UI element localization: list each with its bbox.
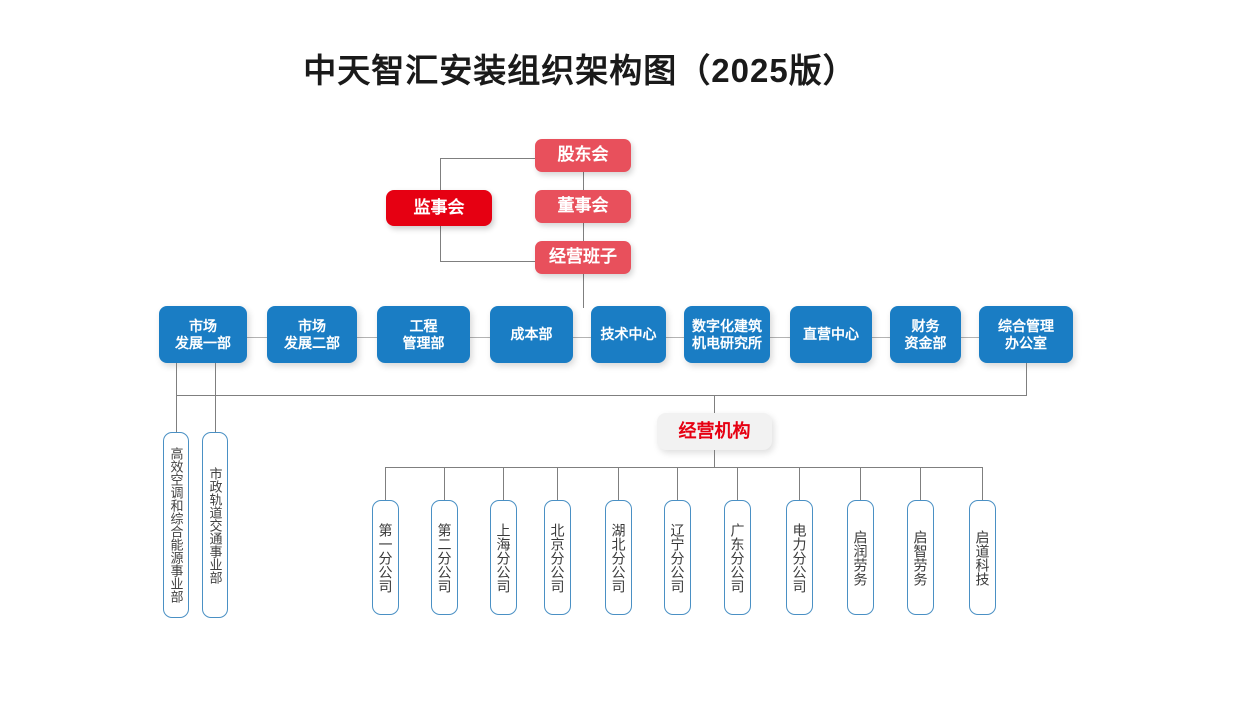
subsidiary-liaoning-label: 辽宁分公司: [669, 522, 686, 593]
subsidiary-beijing-label: 北京分公司: [549, 522, 566, 593]
connector-dept-link-8: [961, 337, 979, 338]
connector-subsidiary-riser-7: [737, 467, 738, 500]
subsidiary-electric-power-label: 电力分公司: [791, 522, 808, 593]
node-operating-organizations[interactable]: 经营机构: [657, 413, 772, 450]
node-board-of-directors[interactable]: 董事会: [535, 190, 631, 223]
connector-main-bus: [176, 395, 1027, 396]
dept-market-development-2[interactable]: 市场 发展二部: [267, 306, 357, 363]
connector-bus-right-riser: [1026, 363, 1027, 396]
subsidiary-guangdong-label: 广东分公司: [729, 522, 746, 593]
connector-subsidiary-riser-11: [982, 467, 983, 500]
dept-finance-and-funds[interactable]: 财务 资金部: [890, 306, 961, 363]
subsidiary-hubei-label: 湖北分公司: [610, 522, 627, 593]
subsidiary-qirun-labor-label: 启润劳务: [852, 529, 869, 586]
subsidiary-qizhi-labor-label: 启智劳务: [912, 529, 929, 586]
connector-dept-link-4: [573, 337, 591, 338]
dept-technology-center[interactable]: 技术中心: [591, 306, 666, 363]
subsidiary-shanghai[interactable]: 上海分公司: [490, 500, 517, 615]
subsidiary-electric-power[interactable]: 电力分公司: [786, 500, 813, 615]
subsidiary-qizhi-labor[interactable]: 启智劳务: [907, 500, 934, 615]
dept-market-development-1[interactable]: 市场 发展一部: [159, 306, 247, 363]
business-unit-municipal-rail-transit-label: 市政轨道交通事业部: [207, 466, 223, 584]
connector-subsidiary-riser-10: [920, 467, 921, 500]
connector-subsidiary-riser-1: [385, 467, 386, 500]
connector-subsidiary-riser-3: [503, 467, 504, 500]
connector-subsidiary-riser-2: [444, 467, 445, 500]
subsidiary-liaoning[interactable]: 辽宁分公司: [664, 500, 691, 615]
connector-dept-link-2: [357, 337, 377, 338]
connector-subsidiary-riser-8: [799, 467, 800, 500]
chart-title: 中天智汇安装组织架构图（2025版）: [303, 52, 857, 89]
dept-digital-building-mep-institute[interactable]: 数字化建筑 机电研究所: [684, 306, 770, 363]
subsidiary-branch-2-label: 第二分公司: [436, 522, 453, 593]
connector-subsidiary-riser-4: [557, 467, 558, 500]
connector-dept-link-3: [470, 337, 490, 338]
subsidiary-qirun-labor[interactable]: 启润劳务: [847, 500, 874, 615]
subsidiary-qidao-technology[interactable]: 启道科技: [969, 500, 996, 615]
connector-dept-link-6: [770, 337, 790, 338]
connector-subsidiary-riser-6: [677, 467, 678, 500]
connector-supervisory-bottom: [440, 261, 583, 262]
business-unit-hvac-energy[interactable]: 高效空调和综合能源事业部: [163, 432, 189, 618]
subsidiary-branch-2[interactable]: 第二分公司: [431, 500, 458, 615]
connector-pill-to-subsidiary-bus: [714, 450, 715, 467]
node-management-team[interactable]: 经营班子: [535, 241, 631, 274]
subsidiary-shanghai-label: 上海分公司: [495, 522, 512, 593]
business-unit-hvac-energy-label: 高效空调和综合能源事业部: [168, 447, 184, 603]
connector-supervisory-top: [440, 158, 583, 159]
dept-engineering-management[interactable]: 工程 管理部: [377, 306, 470, 363]
subsidiary-guangdong[interactable]: 广东分公司: [724, 500, 751, 615]
connector-subsidiary-riser-5: [618, 467, 619, 500]
dept-direct-operation-center[interactable]: 直营中心: [790, 306, 872, 363]
subsidiary-qidao-technology-label: 启道科技: [974, 529, 991, 586]
subsidiary-branch-1[interactable]: 第一分公司: [372, 500, 399, 615]
connector-dept-link-5: [666, 337, 684, 338]
connector-bu-riser-1: [176, 363, 177, 432]
connector-bu-riser-2: [215, 363, 216, 432]
node-supervisory-board[interactable]: 监事会: [386, 190, 492, 226]
connector-subsidiary-bus: [385, 467, 983, 468]
dept-cost[interactable]: 成本部: [490, 306, 573, 363]
subsidiary-hubei[interactable]: 湖北分公司: [605, 500, 632, 615]
dept-general-administration-office[interactable]: 综合管理 办公室: [979, 306, 1073, 363]
connector-governance-spine: [583, 170, 584, 308]
connector-dept-link-1: [247, 337, 267, 338]
connector-subsidiary-riser-9: [860, 467, 861, 500]
subsidiary-branch-1-label: 第一分公司: [377, 522, 394, 593]
connector-dept-link-7: [872, 337, 890, 338]
connector-operating-group-drop: [714, 395, 715, 413]
subsidiary-beijing[interactable]: 北京分公司: [544, 500, 571, 615]
node-shareholders[interactable]: 股东会: [535, 139, 631, 172]
business-unit-municipal-rail-transit[interactable]: 市政轨道交通事业部: [202, 432, 228, 618]
